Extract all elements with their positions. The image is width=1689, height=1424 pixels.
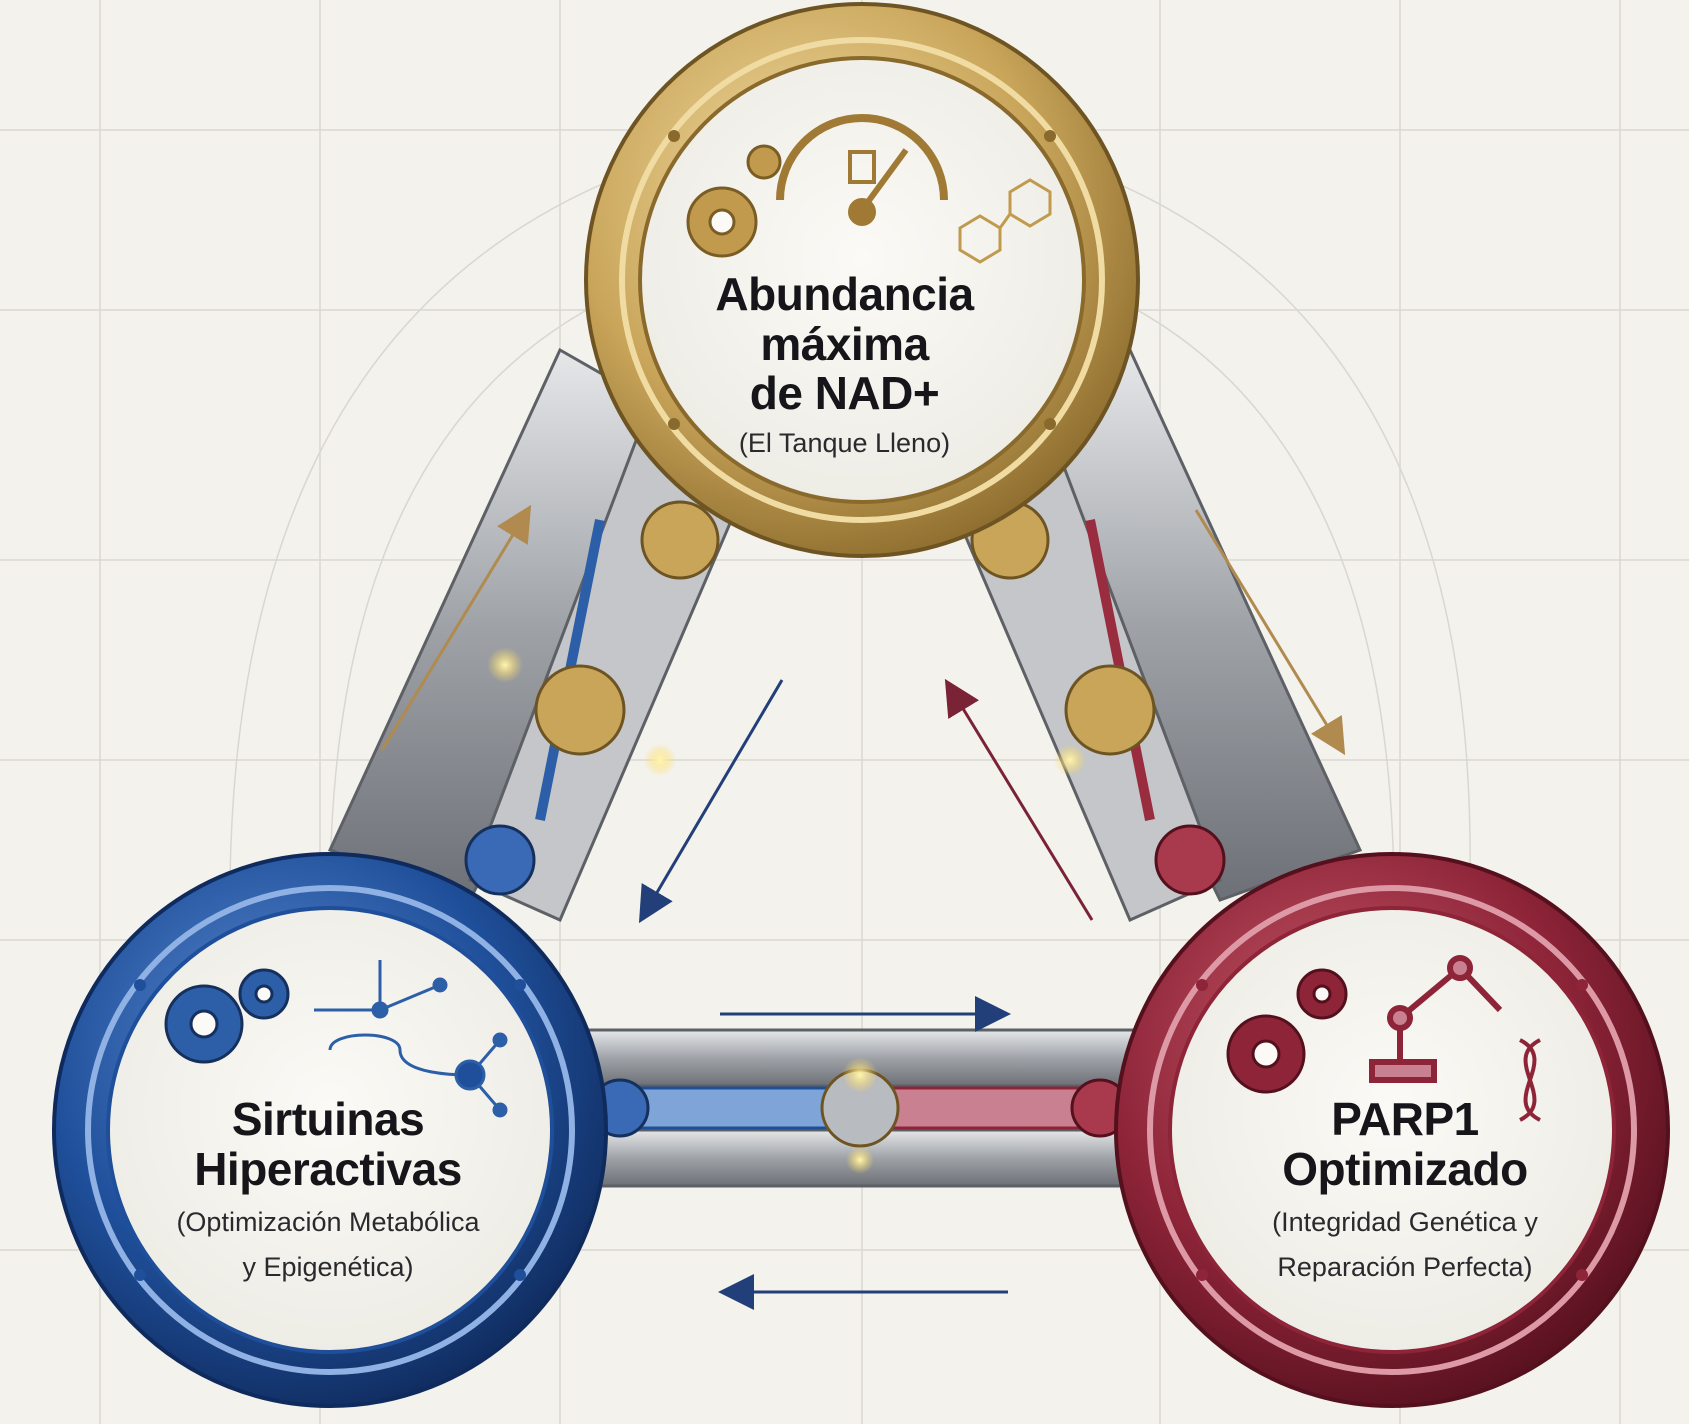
node-right-title-line-2: Optimizado bbox=[1215, 1145, 1595, 1195]
node-right-title-line-1: PARP1 bbox=[1215, 1095, 1595, 1145]
arrow-top-to-left bbox=[642, 680, 782, 918]
node-top-label: Abundancia máxima de NAD+ (El Tanque Lle… bbox=[683, 270, 1006, 459]
node-right-label: PARP1 Optimizado (Integridad Genética y … bbox=[1215, 1095, 1595, 1283]
node-left-title-line-2: Hiperactivas bbox=[138, 1145, 518, 1195]
node-left-subtitle-line-1: (Optimización Metabólica bbox=[138, 1206, 518, 1238]
node-top-subtitle: (El Tanque Lleno) bbox=[683, 427, 1006, 459]
node-left-subtitle-line-2: y Epigenética) bbox=[138, 1251, 518, 1283]
node-top-title-line-3: de NAD+ bbox=[683, 369, 1006, 419]
node-top-title-line-1: Abundancia bbox=[683, 270, 1006, 320]
node-right-subtitle-line-2: Reparación Perfecta) bbox=[1215, 1251, 1595, 1283]
node-top-title-line-2: máxima bbox=[683, 320, 1006, 370]
node-left-label: Sirtuinas Hiperactivas (Optimización Met… bbox=[138, 1095, 518, 1283]
node-right-subtitle-line-1: (Integridad Genética y bbox=[1215, 1206, 1595, 1238]
node-left-title-line-1: Sirtuinas bbox=[138, 1095, 518, 1145]
